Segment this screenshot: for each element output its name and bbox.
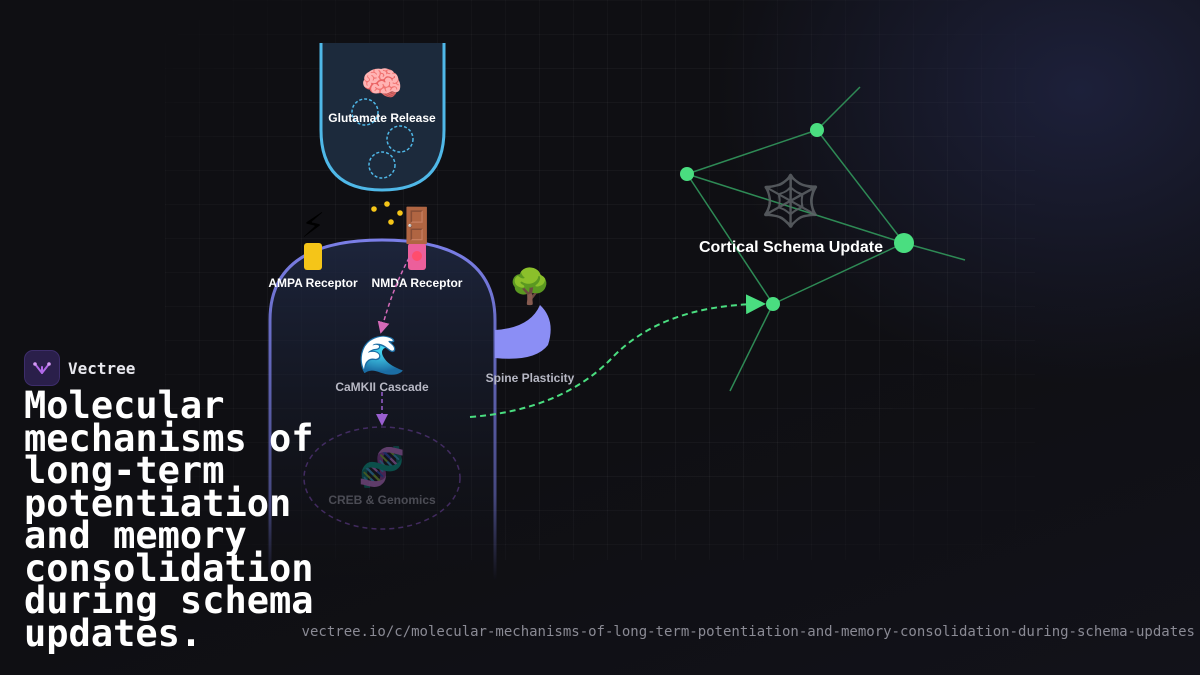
cortical-icon: 🕸️ — [760, 172, 822, 230]
vesicle — [386, 125, 414, 153]
vesicle — [351, 98, 379, 126]
camkii-label: CaMKII Cascade — [335, 380, 429, 394]
cortical-network — [686, 86, 966, 392]
vectree-logo-icon — [24, 350, 60, 386]
glutamate-label: Glutamate Release — [328, 111, 436, 125]
nmda-label: NMDA Receptor — [372, 276, 463, 290]
page-title: Molecular mechanisms of long-term potent… — [24, 384, 314, 655]
page-url[interactable]: vectree.io/c/molecular-mechanisms-of-lon… — [301, 624, 1195, 640]
ampa-label: AMPA Receptor — [268, 276, 358, 290]
network-node — [766, 297, 780, 311]
glutamate-particle — [384, 201, 390, 207]
network-node — [680, 167, 694, 181]
network-node — [810, 123, 824, 137]
nmda-icon: 🚪 — [396, 206, 438, 246]
nmda-to-camkii-arrow — [377, 257, 410, 334]
presynaptic-terminal — [319, 43, 446, 192]
cortical-label: Cortical Schema Update — [699, 239, 883, 256]
brand[interactable]: Vectree — [24, 350, 135, 386]
glutamate-particle — [388, 219, 394, 225]
consolidation-arrow — [469, 294, 766, 418]
ampa-receptor — [304, 243, 322, 270]
spine-label: Spine Plasticity — [486, 371, 575, 385]
nmda-pore — [412, 251, 422, 261]
glutamate-icon: 🧠 — [361, 64, 403, 104]
glutamate-particle — [397, 210, 403, 216]
brand-name: Vectree — [68, 358, 136, 378]
glutamate-particle — [371, 206, 377, 212]
ampa-icon: ⚡ — [301, 206, 325, 246]
vesicle — [368, 151, 396, 179]
creb-icon: 🧬 — [358, 444, 405, 490]
network-node — [894, 233, 914, 253]
camkii-icon: 🌊 — [358, 333, 405, 377]
spine-bulge — [495, 305, 551, 359]
spine-icon: 🌳 — [509, 266, 551, 307]
creb-label: CREB & Genomics — [328, 493, 436, 507]
nucleus — [303, 426, 461, 530]
